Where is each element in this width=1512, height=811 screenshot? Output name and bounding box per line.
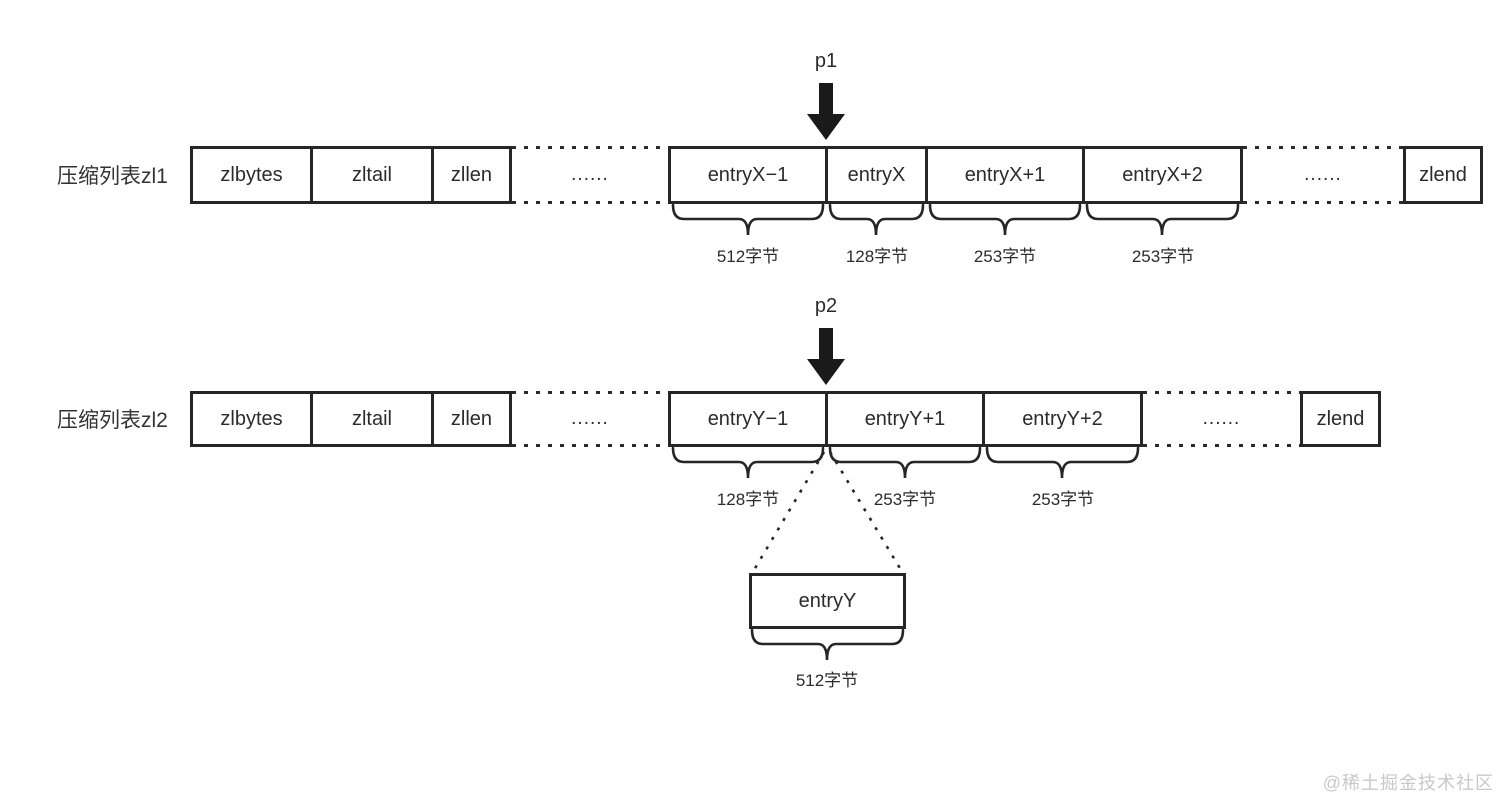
zl2-cell-entryy-1: entryY−1 [668,391,828,447]
zl2-dots-right: ...... [1143,391,1300,447]
zl1-brace-entryx [828,203,925,236]
p2-down-arrow-icon [807,328,845,385]
zl1-brace-entryx-1 [671,203,825,236]
zl2-brace-entryy+1 [828,446,982,479]
zl2-cell-zlbytes: zlbytes [190,391,313,447]
zl2-brace-entryy-1 [671,446,825,479]
zl2-cell-zllen: zllen [431,391,512,447]
entryy-detail-box: entryY [749,573,906,629]
zl1-cell-zlend: zlend [1403,146,1483,204]
zl1-row-label: 压缩列表zl1 [57,165,168,188]
p1-down-arrow-icon [807,83,845,140]
zl2-cell-zlend: zlend [1300,391,1381,447]
zl2-row-label: 压缩列表zl2 [57,409,168,432]
zl2-cell-entryy+2: entryY+2 [982,391,1143,447]
zl1-brace-entryx+2 [1085,203,1240,236]
entryy-expand-line-right [828,451,903,571]
zl2-cell-entryy+1: entryY+1 [825,391,985,447]
watermark: @稀土掘金技术社区 [1322,773,1494,793]
zl1-cell-entryx+1: entryX+1 [925,146,1085,204]
zl1-size-entryx-1: 512字节 [716,247,780,266]
zl2-brace-entryy+2 [985,446,1140,479]
zl1-cell-entryx: entryX [825,146,928,204]
entryy-expand-line-left [752,451,826,571]
zl1-dots-left: ...... [512,146,668,204]
entryy-size-label: 512字节 [795,671,859,690]
zl2-size-entryy-1: 128字节 [716,490,780,509]
pointer-p1-label: p1 [814,50,838,72]
zl2-size-entryy+2: 253字节 [1031,490,1095,509]
zl1-dots-right: ...... [1243,146,1403,204]
zl1-cell-zlbytes: zlbytes [190,146,313,204]
zl1-brace-entryx+1 [928,203,1082,236]
pointer-p2-label: p2 [814,295,838,317]
zl1-size-entryx: 128字节 [845,247,909,266]
zl1-cell-zllen: zllen [431,146,512,204]
zl1-size-entryx+2: 253字节 [1131,247,1195,266]
zl2-size-entryy+1: 253字节 [873,490,937,509]
zl1-cell-entryx+2: entryX+2 [1082,146,1243,204]
zl1-size-entryx+1: 253字节 [973,247,1037,266]
zl2-dots-left: ...... [512,391,668,447]
zl2-cell-zltail: zltail [310,391,434,447]
zl1-cell-zltail: zltail [310,146,434,204]
entryy-brace [750,628,905,661]
zl1-cell-entryx-1: entryX−1 [668,146,828,204]
